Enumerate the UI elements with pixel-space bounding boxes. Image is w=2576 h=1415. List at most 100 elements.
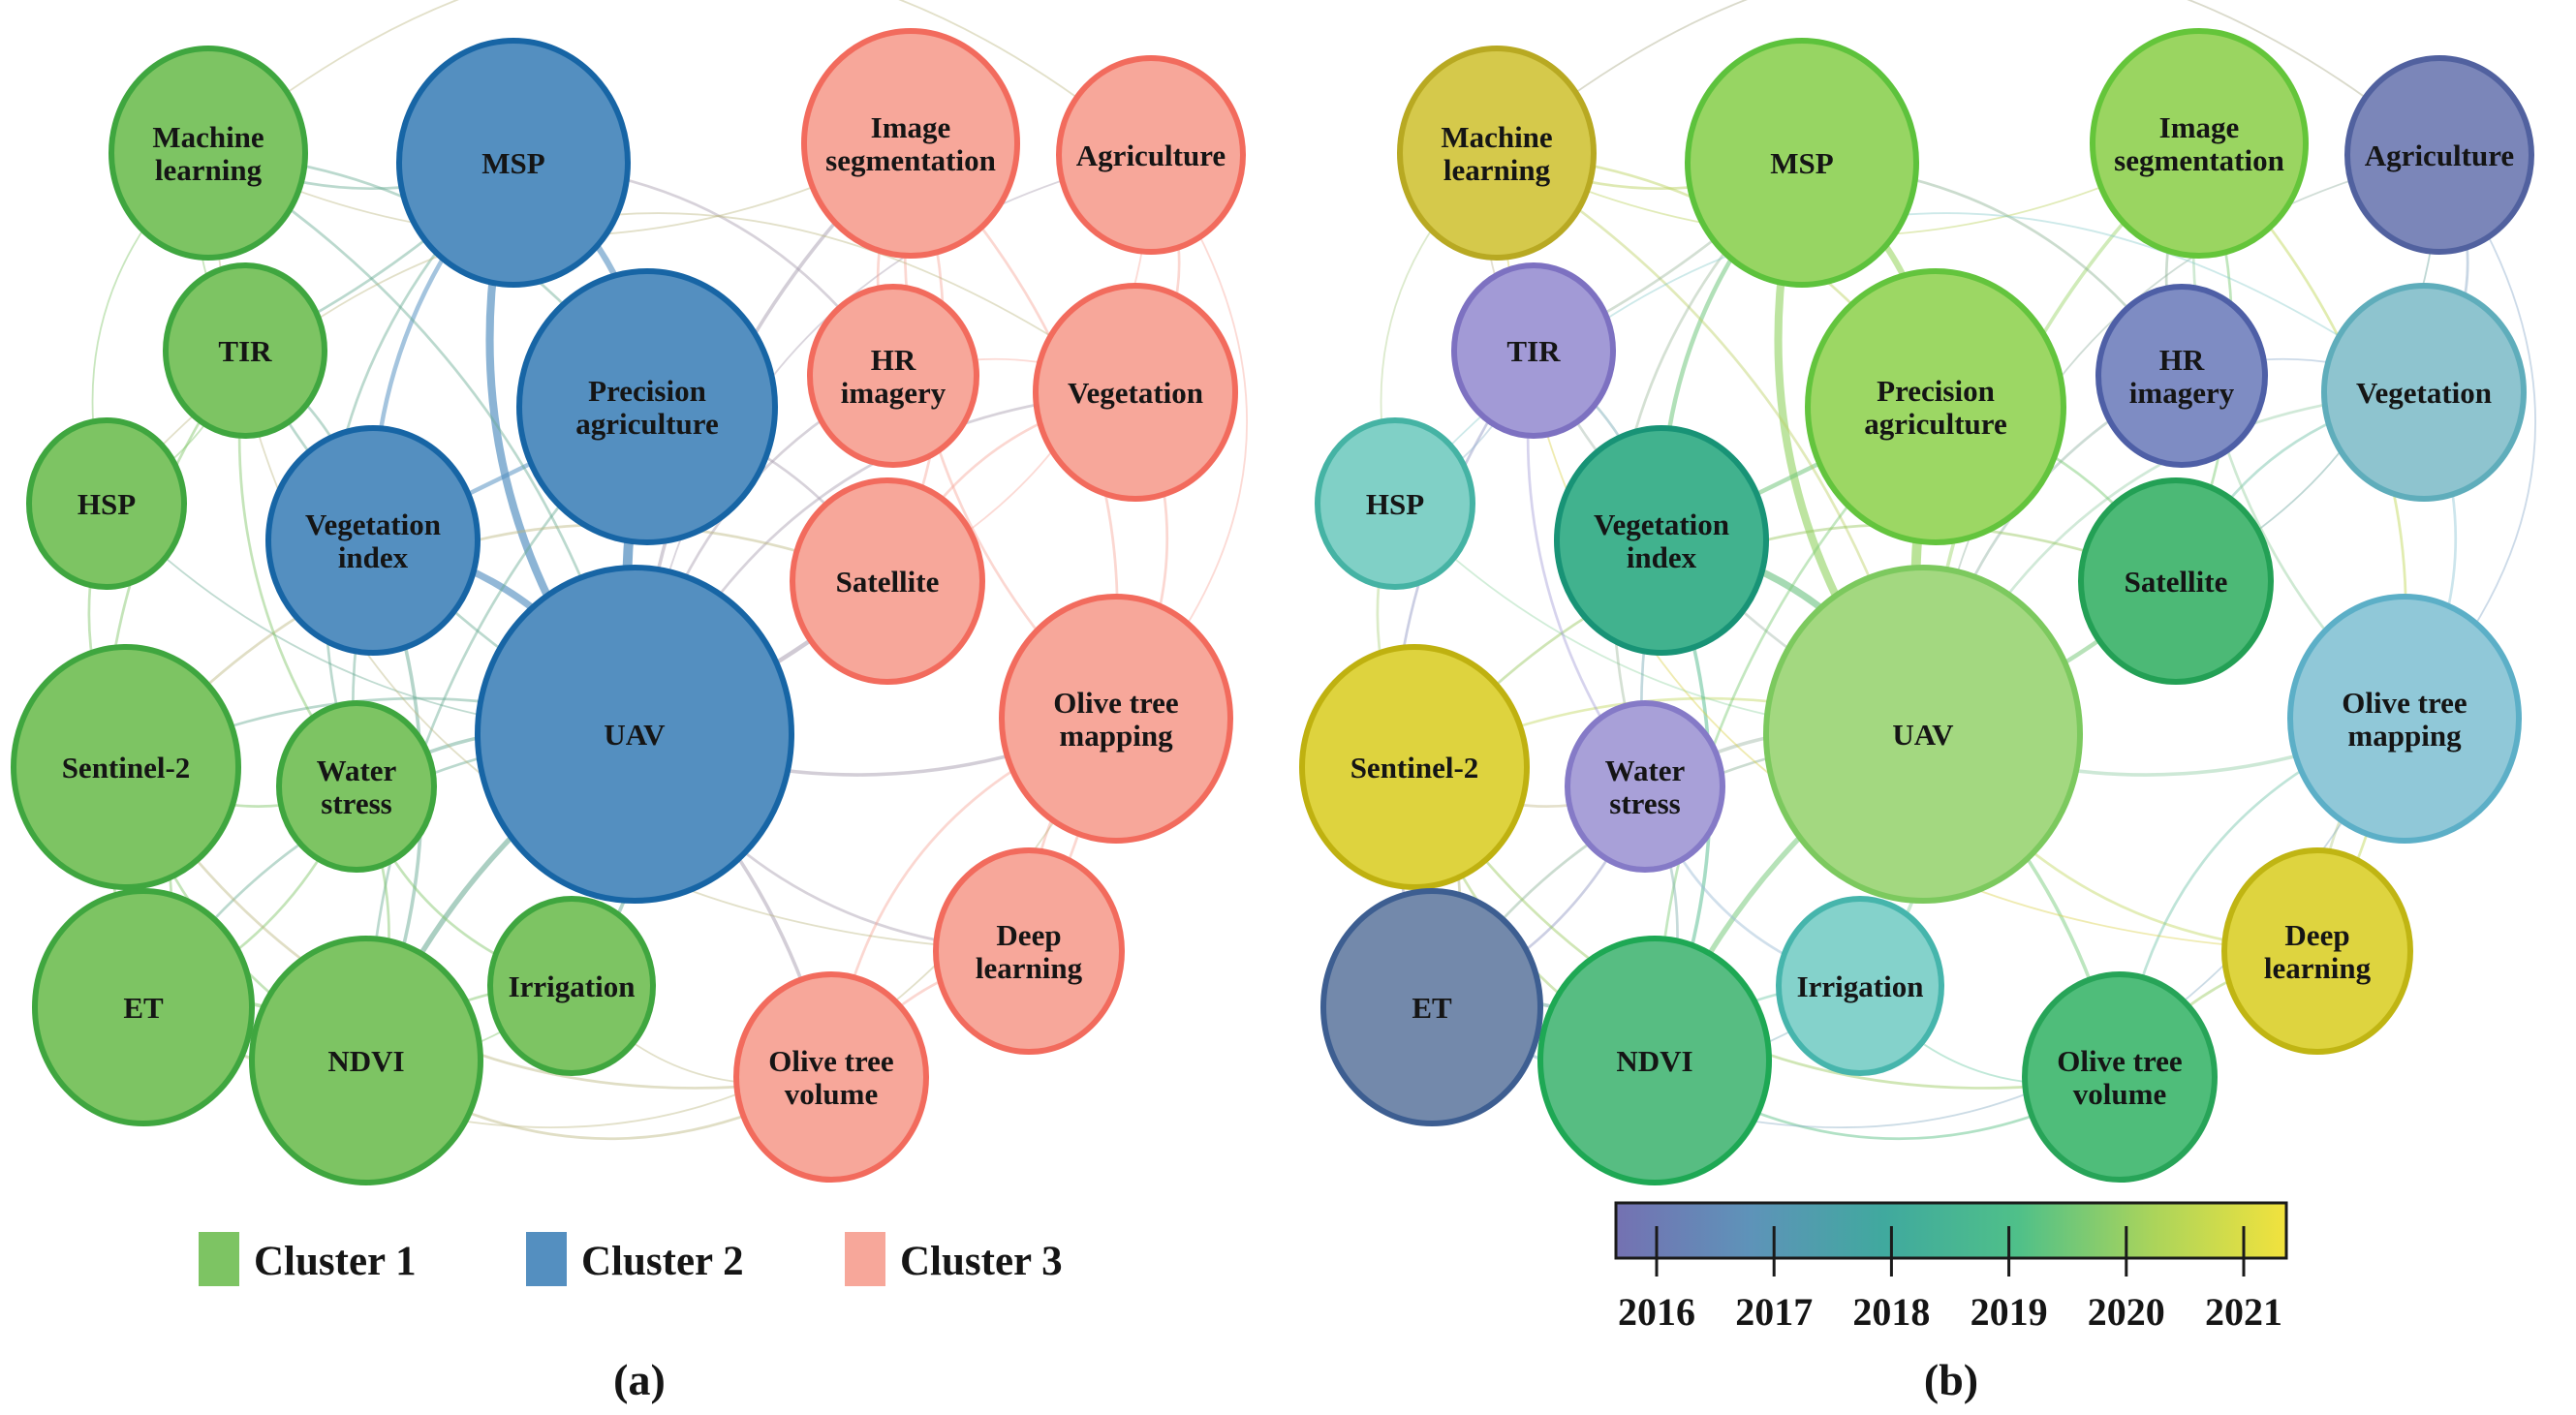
node-label-uav: UAV — [604, 718, 666, 752]
node-label-sentinel-2: Sentinel-2 — [1350, 751, 1479, 784]
node-ndvi: NDVI — [249, 936, 483, 1185]
node-circle-et — [1320, 888, 1543, 1126]
colorbar-tick-label-2019: 2019 — [1971, 1290, 2048, 1334]
node-circle-olive-tree-mapping — [2287, 594, 2522, 844]
node-label-vegetation: Vegetation — [1068, 376, 1203, 410]
node-circle-precision-agriculture — [1805, 268, 2066, 545]
node-label-tir: TIR — [1506, 334, 1561, 368]
colorbar-gradient-bar — [1614, 1201, 2288, 1260]
node-circle-tir — [1451, 262, 1616, 439]
colorbar-tick-label-2016: 2016 — [1618, 1290, 1695, 1334]
node-circle-msp — [1685, 38, 1919, 288]
node-circle-olive-tree-volume — [733, 971, 929, 1183]
node-label-hsp: HSP — [78, 487, 136, 521]
node-ndvi: NDVI — [1537, 936, 1772, 1185]
node-circle-sentinel-2 — [1299, 644, 1530, 890]
node-circle-deep-learning — [933, 847, 1125, 1055]
node-circle-hsp — [1315, 417, 1475, 590]
legend-swatch-cluster-2 — [526, 1232, 567, 1286]
node-circle-et — [32, 888, 255, 1126]
node-uav: UAV — [475, 565, 794, 904]
node-circle-satellite — [2078, 477, 2274, 685]
node-circle-hr-imagery — [807, 284, 979, 468]
legend-item-cluster-2: Cluster 2 — [526, 1232, 744, 1286]
colorbar-tick-label-2017: 2017 — [1735, 1290, 1813, 1334]
node-sentinel-2: Sentinel-2 — [11, 644, 241, 890]
legend-item-cluster-1: Cluster 1 — [199, 1232, 417, 1286]
node-circle-hr-imagery — [2095, 284, 2268, 468]
node-satellite: Satellite — [2078, 477, 2274, 685]
node-tir: TIR — [1451, 262, 1616, 439]
node-vegetation: Vegetation — [1033, 283, 1238, 502]
legend-label-cluster-3: Cluster 3 — [900, 1239, 1063, 1284]
node-circle-ndvi — [1537, 936, 1772, 1185]
node-circle-uav — [1763, 565, 2083, 904]
node-circle-sentinel-2 — [11, 644, 241, 890]
node-circle-olive-tree-volume — [2022, 971, 2218, 1183]
node-label-msp: MSP — [481, 146, 545, 180]
node-irrigation: Irrigation — [487, 896, 656, 1076]
node-circle-vegetation-index — [265, 425, 481, 656]
node-uav: UAV — [1763, 565, 2083, 904]
node-circle-vegetation — [1033, 283, 1238, 502]
node-vegetation: Vegetation — [2321, 283, 2527, 502]
node-circle-water-stress — [276, 700, 437, 873]
node-label-tir: TIR — [218, 334, 272, 368]
node-circle-precision-agriculture — [516, 268, 778, 545]
node-circle-msp — [396, 38, 631, 288]
node-circle-agriculture — [1056, 55, 1246, 255]
node-label-uav: UAV — [1892, 718, 1954, 752]
node-label-ndvi: NDVI — [327, 1044, 404, 1078]
node-agriculture: Agriculture — [1056, 55, 1246, 255]
node-circle-deep-learning — [2221, 847, 2413, 1055]
node-label-msp: MSP — [1770, 146, 1834, 180]
legend-swatch-cluster-3 — [845, 1232, 885, 1286]
node-circle-water-stress — [1565, 700, 1725, 873]
node-label-irrigation: Irrigation — [1797, 969, 1924, 1003]
node-circle-tir — [163, 262, 327, 439]
node-circle-hsp — [26, 417, 187, 590]
node-circle-agriculture — [2344, 55, 2534, 255]
node-label-agriculture: Agriculture — [2365, 138, 2514, 172]
legend-label-cluster-1: Cluster 1 — [254, 1239, 417, 1284]
node-circle-image-segmentation — [801, 28, 1020, 259]
node-circle-irrigation — [1776, 896, 1944, 1076]
colorbar-tick-label-2018: 2018 — [1852, 1290, 1930, 1334]
node-label-et: ET — [123, 991, 164, 1025]
node-circle-vegetation-index — [1554, 425, 1769, 656]
node-label-hsp: HSP — [1366, 487, 1424, 521]
legend-item-cluster-3: Cluster 3 — [845, 1232, 1063, 1286]
node-hsp: HSP — [26, 417, 187, 590]
caption-panel-a: (a) — [613, 1355, 666, 1404]
colorbar-tick-label-2021: 2021 — [2205, 1290, 2282, 1334]
cluster-legend: Cluster 1 Cluster 2 Cluster 3 — [199, 1232, 1063, 1286]
colorbar-tick-label-2020: 2020 — [2088, 1290, 2165, 1334]
edge-machine-learning--agriculture — [207, 0, 1152, 156]
